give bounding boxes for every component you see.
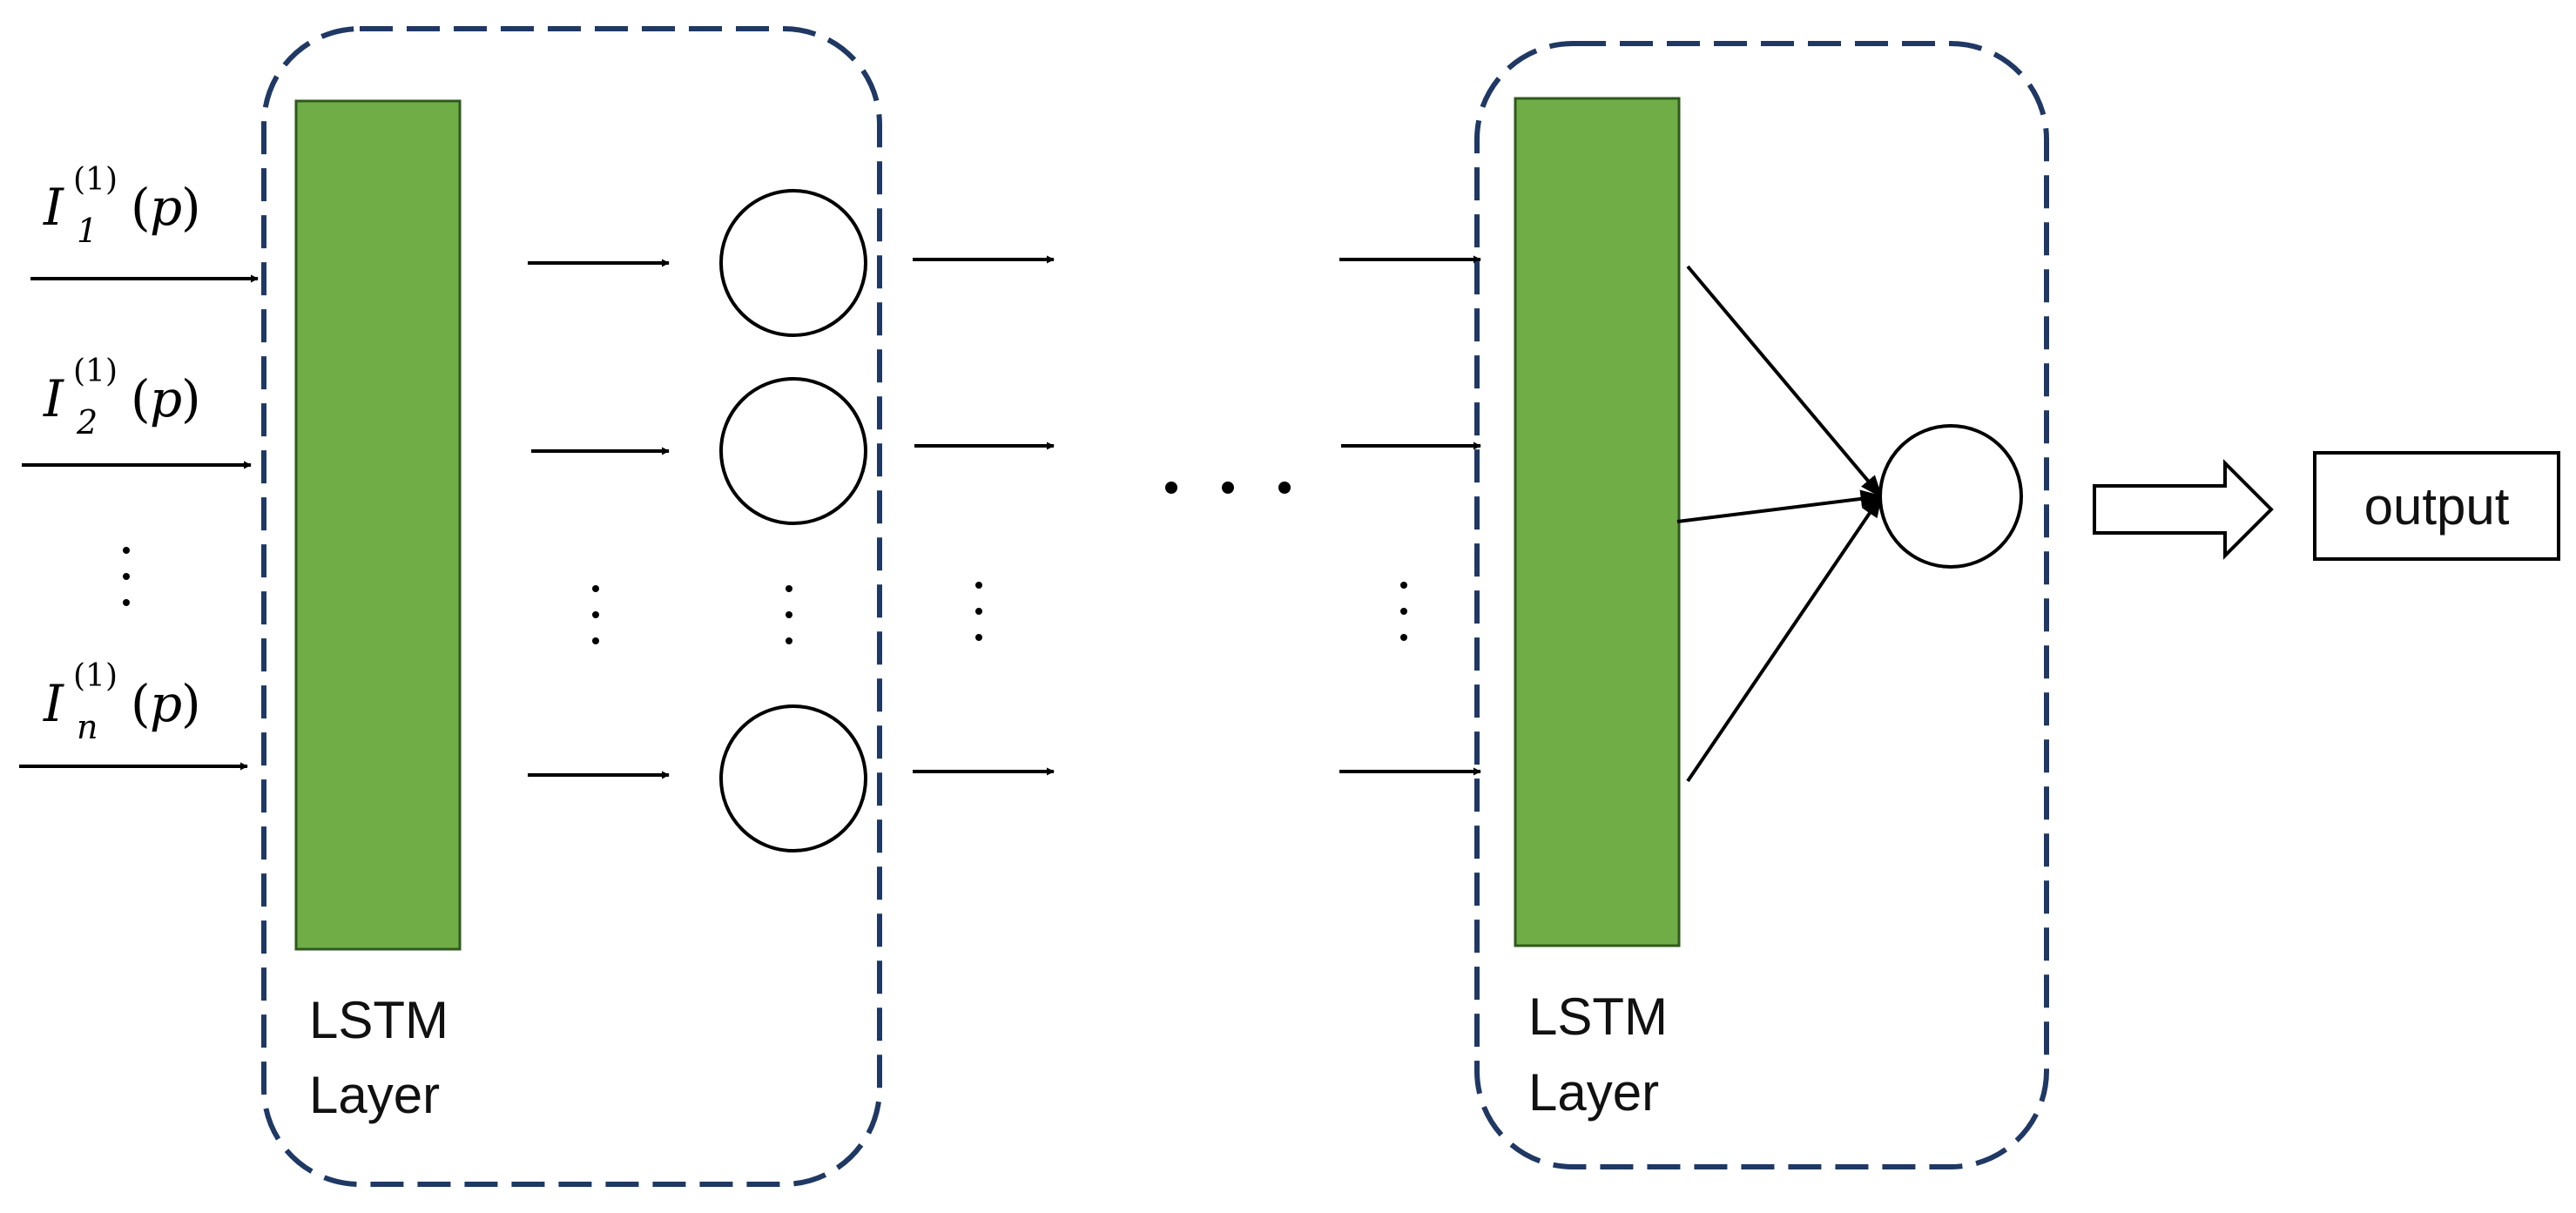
input-label-n: I n (1) ( p ) <box>43 658 201 746</box>
arrow-vertical-ellipsis-1 <box>592 585 599 644</box>
converge-line-top <box>1686 265 1883 498</box>
input-1-argument: p <box>150 178 182 237</box>
input-n-symbol: I <box>43 674 64 733</box>
lstm-layer-2-label-line1: LSTM <box>1528 987 1668 1046</box>
input-2-symbol: I <box>43 369 64 428</box>
input-1-superscript: (1) <box>73 162 118 198</box>
input-label-2: I 2 (1) ( p ) <box>43 354 201 441</box>
lstm-layer-2-label-line2: Layer <box>1528 1063 1659 1122</box>
layer-group-box-2 <box>1474 41 2049 1169</box>
input-vertical-ellipsis <box>123 547 130 606</box>
hidden-unit-2 <box>719 377 867 525</box>
input-n-paren-open: ( <box>131 674 151 733</box>
input-2-subscript: 2 <box>76 403 98 441</box>
output-label: output <box>2364 477 2510 536</box>
hidden-unit-1 <box>719 189 867 337</box>
lstm-layer-1-label-line2: Layer <box>309 1066 440 1124</box>
input-n-paren-close: ) <box>181 674 201 733</box>
lstm-layer-bar-1 <box>294 99 462 951</box>
out-arrow-vertical-ellipsis <box>975 582 982 641</box>
lstm-layer-1-label-line1: LSTM <box>309 991 448 1049</box>
converge-line-middle <box>1676 489 1884 523</box>
hidden-unit-n <box>719 704 867 852</box>
input-2-paren-close: ) <box>181 369 201 428</box>
input-1-paren-close: ) <box>181 178 201 237</box>
layer-group-box-1 <box>261 26 882 1187</box>
input-2-argument: p <box>150 369 182 428</box>
input-2-superscript: (1) <box>73 354 118 389</box>
lstm-layer-bar-2 <box>1514 97 1681 947</box>
in-arrow-vertical-ellipsis <box>1400 582 1407 641</box>
input-n-subscript: n <box>77 708 98 746</box>
input-n-argument: p <box>150 674 182 733</box>
layer-horizontal-ellipsis <box>1165 482 1291 494</box>
converge-line-bottom <box>1686 494 1883 783</box>
output-box <box>2313 451 2560 561</box>
input-n-superscript: (1) <box>73 658 118 694</box>
input-label-1: I 1 (1) ( p ) <box>43 162 201 250</box>
input-1-subscript: 1 <box>77 212 98 250</box>
input-1-symbol: I <box>43 178 64 237</box>
output-block-arrow <box>2093 459 2274 560</box>
input-1-paren-open: ( <box>131 178 151 237</box>
input-2-paren-open: ( <box>131 369 151 428</box>
output-node <box>1878 424 2023 569</box>
unit-vertical-ellipsis <box>786 585 792 644</box>
